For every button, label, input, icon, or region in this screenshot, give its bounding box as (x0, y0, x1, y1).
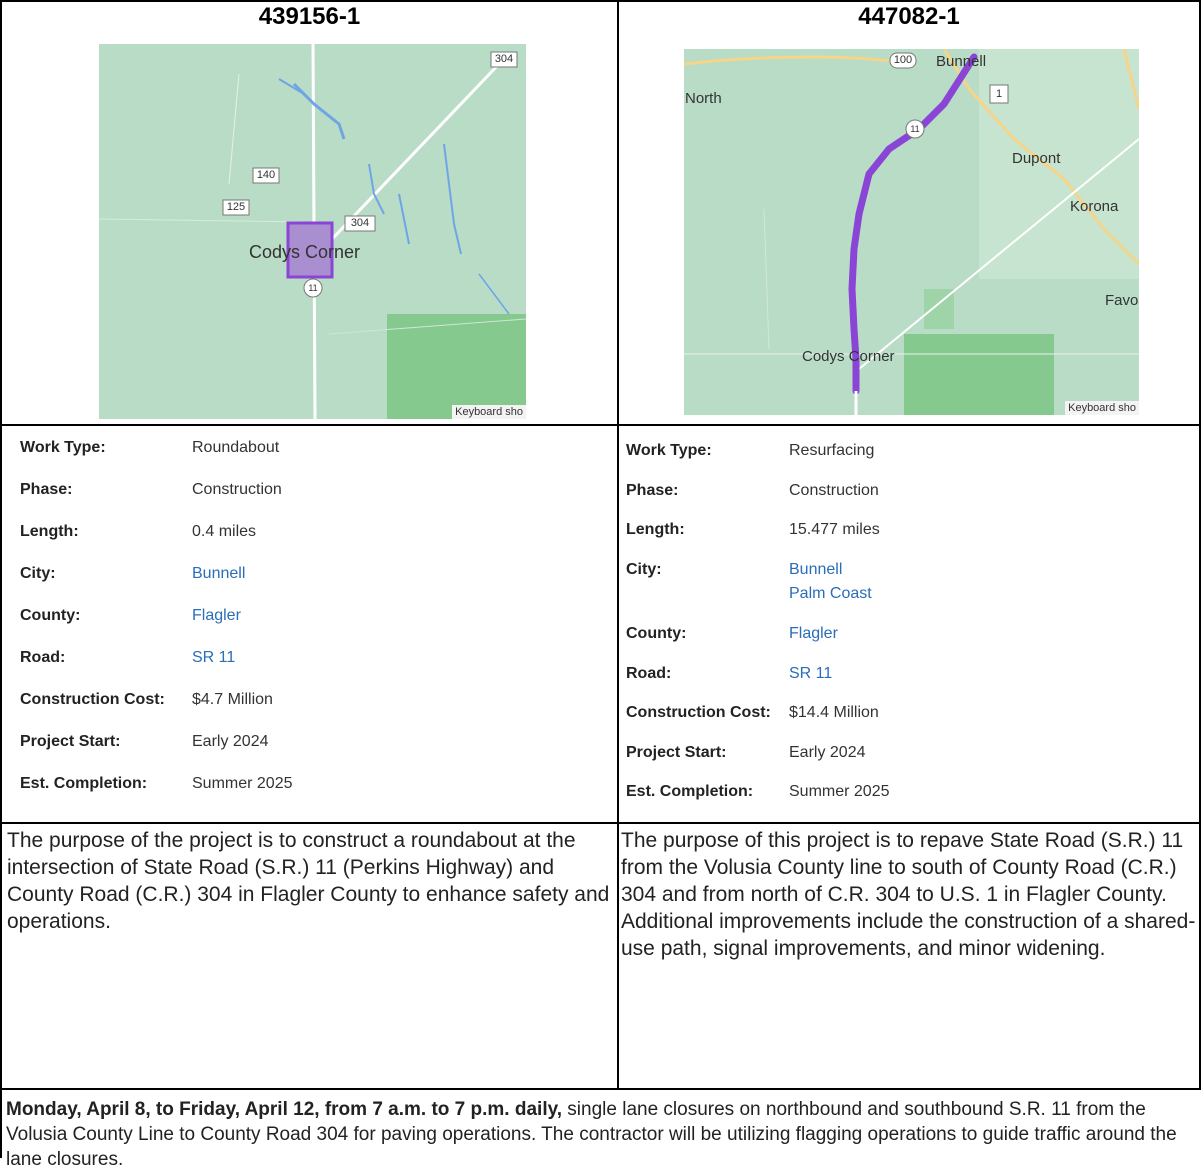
table-divider-map (0, 424, 1201, 426)
map-2-place-label: Codys Corner (802, 348, 895, 365)
map-2-label-bunnell: Bunnell (936, 53, 987, 70)
field-value: 0.4 miles (192, 523, 257, 540)
field-label: Construction Cost: (20, 691, 165, 708)
field-label: Length: (20, 523, 79, 540)
map-1-shield-140: 140 (256, 169, 276, 181)
table-border-left (0, 0, 2, 1158)
map-2-label-korona: Korona (1070, 198, 1119, 215)
field-label: Length: (626, 521, 685, 538)
field-label: Est. Completion: (626, 783, 754, 800)
field-label: Phase: (20, 481, 73, 498)
field-label: Road: (20, 649, 66, 666)
field-label: City: (626, 561, 662, 578)
map-2-shield-1: 1 (995, 88, 1003, 100)
map-1-keyboard-shortcuts[interactable]: Keyboard sho (452, 405, 526, 419)
field-label: County: (20, 607, 81, 624)
field-label: Phase: (626, 482, 679, 499)
city-link-2[interactable]: Palm Coast (789, 585, 872, 602)
field-value: Early 2024 (192, 733, 269, 750)
city-link[interactable]: Bunnell (789, 561, 843, 578)
county-link[interactable]: Flagler (192, 607, 241, 624)
county-link[interactable]: Flagler (789, 625, 838, 642)
field-value: 15.477 miles (789, 521, 880, 538)
project-id-2: 447082-1 (858, 3, 960, 30)
notice-text: single lane closures on northbound and s… (6, 1099, 1177, 1170)
field-label: Work Type: (20, 439, 106, 456)
project-description-1: The purpose of the project is to constru… (7, 829, 610, 933)
road-link[interactable]: SR 11 (192, 649, 236, 666)
project-description-2: The purpose of this project is to repave… (621, 829, 1196, 960)
map-1-shield-304: 304 (350, 217, 370, 229)
table-divider-desc (0, 1088, 1201, 1090)
map-2-label-dupont: Dupont (1012, 150, 1061, 167)
field-value: Construction (192, 481, 282, 498)
project-id-1: 439156-1 (258, 3, 361, 30)
field-value: $4.7 Million (192, 691, 273, 708)
field-label: Road: (626, 665, 672, 682)
map-2-shield-100: 100 (893, 54, 913, 66)
field-value: Roundabout (192, 439, 280, 456)
field-value: Summer 2025 (789, 783, 890, 800)
field-label: Work Type: (626, 442, 712, 459)
map-2-graphic (684, 49, 1139, 415)
map-1-place-label: Codys Corner (249, 242, 361, 262)
field-value: Early 2024 (789, 744, 866, 761)
lane-closure-notice: Monday, April 8, to Friday, April 12, fr… (6, 1097, 1196, 1172)
city-link[interactable]: Bunnell (192, 565, 246, 582)
field-value: Resurfacing (789, 442, 875, 459)
map-2-shield-11: 11 (910, 124, 920, 134)
project-info-1: Work Type: Roundabout Phase: Construction … (20, 426, 610, 822)
field-label: County: (626, 625, 687, 642)
map-2-label-favor: Favor (1105, 292, 1139, 309)
project-info-2: Work Type: Resurfacing Phase: Construction… (626, 426, 1196, 822)
table-divider-center (617, 0, 619, 1090)
field-value: Construction (789, 482, 879, 499)
field-label: Construction Cost: (626, 704, 771, 721)
field-value: Summer 2025 (192, 775, 293, 792)
map-1-shield-125: 125 (226, 201, 246, 213)
road-link[interactable]: SR 11 (789, 665, 833, 682)
map-2-label-north: North (685, 90, 722, 107)
map-2-keyboard-shortcuts[interactable]: Keyboard sho (1065, 401, 1139, 415)
field-label: Est. Completion: (20, 775, 148, 792)
table-divider-info (0, 822, 1201, 824)
field-label: Project Start: (20, 733, 121, 750)
table-border-top (0, 0, 1201, 2)
notice-dates: Monday, April 8, to Friday, April 12, fr… (6, 1099, 563, 1120)
table-border-right (1199, 0, 1201, 1090)
field-label: Project Start: (626, 744, 727, 761)
project-map-2[interactable]: 100 1 11 Bunnell North Dupont Korona Fav… (684, 49, 1139, 415)
field-value: $14.4 Million (789, 704, 879, 721)
field-label: City: (20, 565, 56, 582)
map-1-shield-11: 11 (308, 283, 318, 293)
map-1-graphic (99, 44, 526, 419)
project-map-1[interactable]: 304 140 125 304 11 Codys Corner Keyboard… (99, 44, 526, 419)
map-1-shield-304-top: 304 (494, 53, 514, 65)
